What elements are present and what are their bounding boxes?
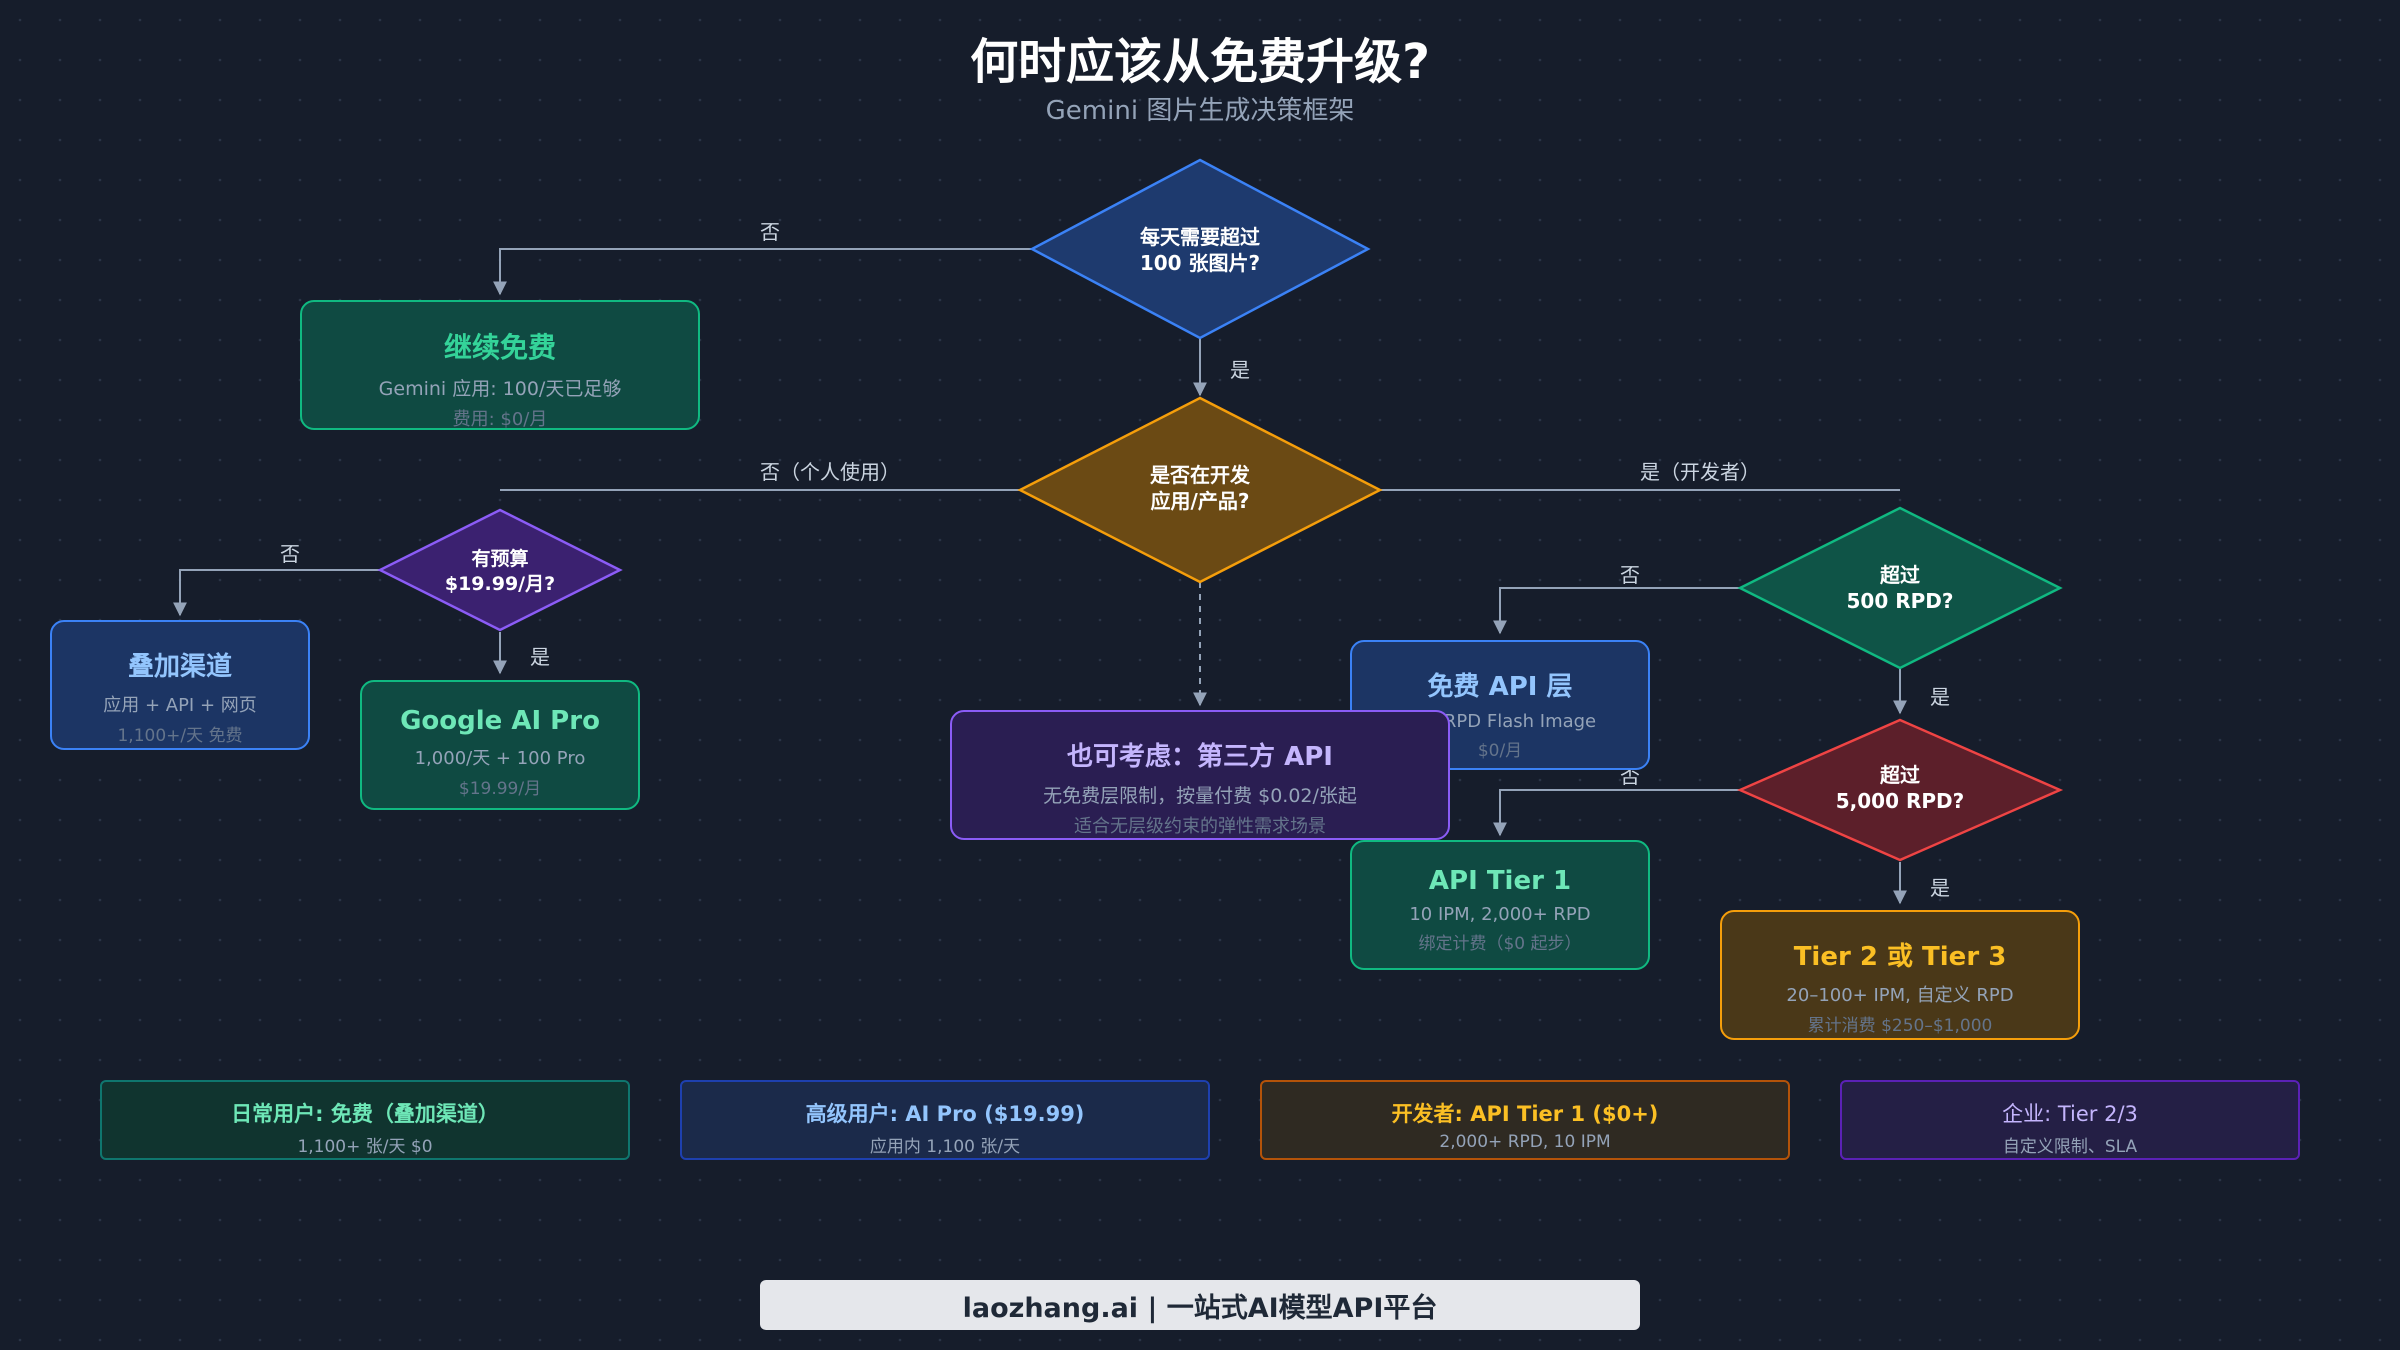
decision-developing-app-line2: 应用/产品? <box>1150 489 1250 513</box>
edge-label-d4-no: 否 <box>1620 563 1640 587</box>
edge-label-d3-yes: 是 <box>530 645 550 669</box>
edge-label-d2-yes: 是（开发者） <box>1640 460 1760 484</box>
result-stay-free-title: 继续免费 <box>443 331 556 364</box>
result-stack-channels-line2: 1,100+/天 免费 <box>117 726 243 746</box>
edge-d5-no <box>1493 789 1740 837</box>
result-stay-free: 继续免费 Gemini 应用: 100/天已足够 费用: $0/月 <box>300 300 700 430</box>
summary-daily-users-title: 日常用户: 免费（叠加渠道） <box>231 1102 499 1126</box>
result-third-party-api: 也可考虑：第三方 API 无免费层限制，按量付费 $0.02/张起 适合无层级约… <box>950 710 1450 840</box>
edge-label-d5-yes: 是 <box>1930 876 1950 900</box>
summary-enterprise-line: 自定义限制、SLA <box>2002 1137 2138 1157</box>
result-third-party-api-line2: 适合无层级约束的弹性需求场景 <box>1074 816 1326 837</box>
decision-500-rpd-text: 超过 500 RPD? <box>1800 560 2000 616</box>
decision-daily-100-text: 每天需要超过 100 张图片? <box>1090 220 1310 280</box>
decision-developing-app-line1: 是否在开发 <box>1150 463 1250 487</box>
summary-enterprise: 企业: Tier 2/3 自定义限制、SLA <box>1840 1080 2300 1160</box>
decision-daily-100-line2: 100 张图片? <box>1139 251 1261 275</box>
decision-500-rpd-line2: 500 RPD? <box>1846 589 1954 613</box>
result-free-api-tier: 免费 API 层 500 RPD Flash Image $0/月 <box>1350 640 1650 770</box>
result-free-api-tier-line2: $0/月 <box>1477 741 1523 761</box>
connectors <box>173 248 1907 905</box>
result-third-party-api-line1: 无免费层限制，按量付费 $0.02/张起 <box>1043 785 1357 807</box>
result-api-tier-1-line2: 绑定计费（$0 起步） <box>1418 934 1582 954</box>
decision-developing-app-text: 是否在开发 应用/产品? <box>1090 458 1310 518</box>
result-google-ai-pro: Google AI Pro 1,000/天 + 100 Pro $19.99/月 <box>360 680 640 810</box>
decision-5000-rpd-text: 超过 5,000 RPD? <box>1800 760 2000 816</box>
result-free-api-tier-line1: 500 RPD Flash Image <box>1403 711 1597 732</box>
decision-5000-rpd <box>1736 718 2064 862</box>
result-api-tier-1-line1: 10 IPM, 2,000+ RPD <box>1409 904 1591 925</box>
summary-advanced-users-line: 应用内 1,100 张/天 <box>869 1137 1021 1157</box>
result-tier-2-3-line2: 累计消费 $250–$1,000 <box>1807 1016 1993 1036</box>
decision-500-rpd-line1: 超过 <box>1880 563 1920 587</box>
result-free-api-tier-title: 免费 API 层 <box>1427 672 1573 702</box>
summary-developers-line: 2,000+ RPD, 10 IPM <box>1439 1132 1611 1152</box>
summary-advanced-users: 高级用户: AI Pro ($19.99) 应用内 1,100 张/天 <box>680 1080 1210 1160</box>
result-stay-free-line1: Gemini 应用: 100/天已足够 <box>378 378 622 400</box>
result-api-tier-1-title: API Tier 1 <box>1428 866 1572 896</box>
decision-500-rpd <box>1737 506 2063 670</box>
summary-advanced-users-title: 高级用户: AI Pro ($19.99) <box>805 1102 1085 1126</box>
edge-label-d4-yes: 是 <box>1930 685 1950 709</box>
result-stack-channels: 叠加渠道 应用 + API + 网页 1,100+/天 免费 <box>50 620 310 750</box>
decision-5000-rpd-line2: 5,000 RPD? <box>1835 789 1965 813</box>
result-tier-2-3-line1: 20–100+ IPM, 自定义 RPD <box>1786 985 2014 1006</box>
result-stack-channels-title: 叠加渠道 <box>127 652 232 682</box>
footer-banner: laozhang.ai | 一站式AI模型API平台 <box>760 1280 1640 1330</box>
edge-label-d2-no: 否（个人使用） <box>760 460 900 484</box>
summary-enterprise-title: 企业: Tier 2/3 <box>2002 1102 2138 1126</box>
edge-label-d3-no: 否 <box>280 542 300 566</box>
page-subtitle: Gemini 图片生成决策框架 <box>1045 96 1355 126</box>
edge-label-d1-no: 否 <box>760 220 780 244</box>
summary-developers: 开发者: API Tier 1 ($0+) 2,000+ RPD, 10 IPM <box>1260 1080 1790 1160</box>
edge-d3-no <box>173 569 380 617</box>
decision-daily-100-line1: 每天需要超过 <box>1140 225 1260 249</box>
result-tier-2-3-title: Tier 2 或 Tier 3 <box>1793 942 2007 972</box>
result-google-ai-pro-title: Google AI Pro <box>400 706 600 736</box>
decision-developing-app <box>1017 396 1383 584</box>
result-third-party-api-title: 也可考虑：第三方 API <box>1067 742 1333 772</box>
result-google-ai-pro-line1: 1,000/天 + 100 Pro <box>414 748 586 769</box>
decision-budget-line2: $19.99/月? <box>444 573 556 595</box>
decision-budget <box>377 508 623 632</box>
result-google-ai-pro-line2: $19.99/月 <box>458 779 542 799</box>
result-stay-free-line2: 费用: $0/月 <box>452 409 548 430</box>
summary-daily-users-line: 1,100+ 张/天 $0 <box>297 1137 433 1157</box>
result-api-tier-1: API Tier 1 10 IPM, 2,000+ RPD 绑定计费（$0 起步… <box>1350 840 1650 970</box>
summary-daily-users: 日常用户: 免费（叠加渠道） 1,100+ 张/天 $0 <box>100 1080 630 1160</box>
decision-budget-line1: 有预算 <box>471 548 529 571</box>
decision-daily-100 <box>1029 158 1371 340</box>
result-stack-channels-line1: 应用 + API + 网页 <box>103 695 257 716</box>
edge-d4-no <box>1493 587 1740 635</box>
summary-developers-title: 开发者: API Tier 1 ($0+) <box>1391 1102 1659 1126</box>
edge-label-d5-no: 否 <box>1620 764 1640 788</box>
result-tier-2-3: Tier 2 或 Tier 3 20–100+ IPM, 自定义 RPD 累计消… <box>1720 910 2080 1040</box>
decision-5000-rpd-line1: 超过 <box>1880 763 1920 787</box>
edge-d1-no <box>493 248 1032 296</box>
edge-label-d1-yes: 是 <box>1230 358 1250 382</box>
decision-budget-text: 有预算 $19.99/月? <box>420 544 580 600</box>
page-title: 何时应该从免费升级? <box>970 34 1430 90</box>
